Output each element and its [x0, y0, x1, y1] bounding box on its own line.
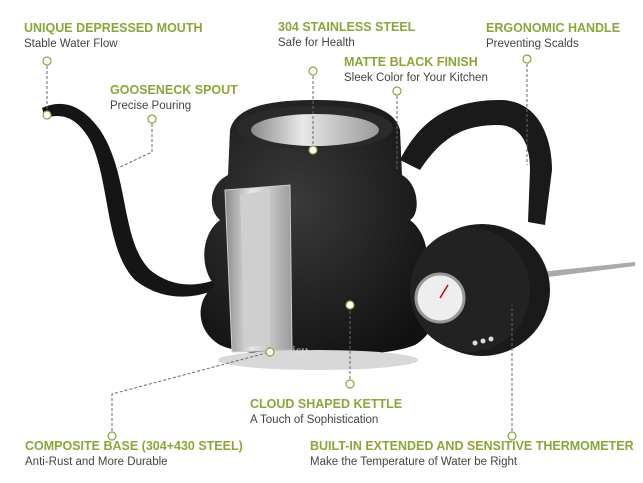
- callout-subtitle: Preventing Scalds: [486, 38, 579, 50]
- callout-subtitle: Stable Water Flow: [24, 38, 118, 50]
- callout-304-stainless-steel: 304 STAINLESS STEEL Safe for Health: [278, 20, 415, 51]
- callout-lines: [46, 64, 528, 431]
- brand-logo: isu: [292, 344, 308, 359]
- callout-title: CLOUD SHAPED KETTLE: [250, 397, 403, 411]
- callout-subtitle: Make the Temperature of Water be Right: [310, 456, 518, 468]
- callout-gooseneck-spout: GOOSENECK SPOUT Precise Pouring: [110, 83, 238, 114]
- callout-title: MATTE BLACK FINISH: [344, 55, 478, 69]
- callout-subtitle: A Touch of Sophistication: [250, 414, 379, 426]
- callout-title: ERGONOMIC HANDLE: [486, 21, 621, 35]
- callout-cloud-shaped-kettle: CLOUD SHAPED KETTLE A Touch of Sophistic…: [250, 397, 402, 428]
- callout-subtitle: Anti-Rust and More Durable: [25, 456, 168, 468]
- callout-title: COMPOSITE BASE (304+430 STEEL): [25, 439, 243, 453]
- callout-unique-depressed-mouth: UNIQUE DEPRESSED MOUTH Stable Water Flow: [24, 21, 203, 52]
- callout-subtitle: Safe for Health: [278, 37, 355, 49]
- callout-title: BUILT-IN EXTENDED AND SENSITIVE THERMOME…: [310, 439, 634, 453]
- callout-thermometer: BUILT-IN EXTENDED AND SENSITIVE THERMOME…: [310, 439, 634, 470]
- callout-title: UNIQUE DEPRESSED MOUTH: [24, 21, 203, 35]
- callout-composite-base: COMPOSITE BASE (304+430 STEEL) Anti-Rust…: [25, 439, 243, 470]
- thermometer-probe: [540, 262, 635, 278]
- callout-subtitle: Sleek Color for Your Kitchen: [344, 72, 488, 84]
- callout-title: GOOSENECK SPOUT: [110, 83, 238, 97]
- callout-title: 304 STAINLESS STEEL: [278, 20, 416, 34]
- callout-subtitle: Precise Pouring: [110, 100, 192, 112]
- handle: [400, 100, 552, 225]
- callout-ergonomic-handle: ERGONOMIC HANDLE Preventing Scalds: [486, 21, 620, 52]
- callout-matte-black-finish: MATTE BLACK FINISH Sleek Color for Your …: [344, 55, 488, 86]
- gooseneck-spout: [42, 103, 215, 297]
- callout-markers: [42, 54, 532, 441]
